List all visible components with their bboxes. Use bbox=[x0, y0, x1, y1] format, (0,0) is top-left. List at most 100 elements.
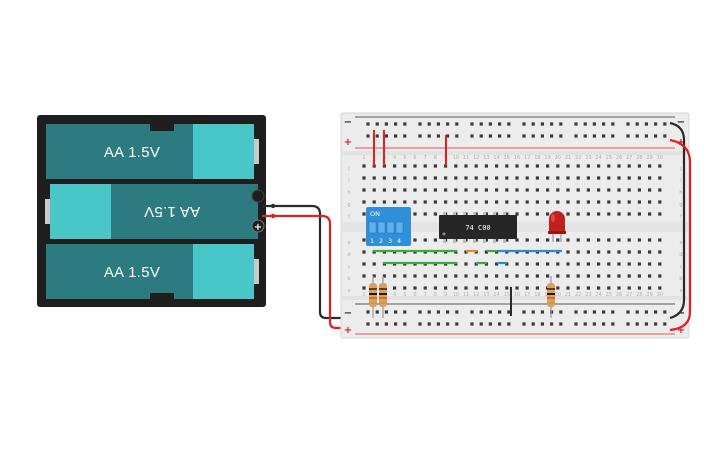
breadboard-hole[interactable] bbox=[393, 274, 397, 278]
breadboard-hole[interactable] bbox=[525, 262, 529, 266]
breadboard-hole[interactable] bbox=[413, 238, 417, 242]
breadboard-hole[interactable] bbox=[525, 176, 529, 180]
breadboard-hole[interactable] bbox=[627, 188, 631, 192]
breadboard-hole[interactable] bbox=[597, 212, 601, 216]
breadboard-hole[interactable] bbox=[505, 238, 509, 242]
breadboard-hole[interactable] bbox=[535, 176, 539, 180]
breadboard-hole[interactable] bbox=[648, 164, 652, 168]
breadboard-hole[interactable] bbox=[446, 134, 450, 138]
dip-toggle-3[interactable] bbox=[386, 221, 395, 234]
breadboard-hole[interactable] bbox=[617, 250, 621, 254]
battery-pack[interactable]: AA 1.5V AA 1.5V AA 1.5V + bbox=[37, 115, 266, 307]
breadboard-hole[interactable] bbox=[464, 176, 468, 180]
breadboard-hole[interactable] bbox=[597, 262, 601, 266]
ic-chip[interactable]: 74 C00 bbox=[439, 212, 517, 243]
breadboard-hole[interactable] bbox=[602, 322, 606, 326]
breadboard-hole[interactable] bbox=[535, 188, 539, 192]
breadboard-hole[interactable] bbox=[495, 212, 499, 216]
breadboard-hole[interactable] bbox=[663, 310, 667, 314]
breadboard-hole[interactable] bbox=[583, 134, 587, 138]
breadboard-hole[interactable] bbox=[597, 188, 601, 192]
breadboard-hole[interactable] bbox=[436, 322, 440, 326]
breadboard-hole[interactable] bbox=[375, 322, 379, 326]
breadboard-hole[interactable] bbox=[597, 274, 601, 278]
breadboard-hole[interactable] bbox=[607, 176, 611, 180]
breadboard-hole[interactable] bbox=[413, 164, 417, 168]
breadboard-hole[interactable] bbox=[495, 188, 499, 192]
breadboard-hole[interactable] bbox=[546, 200, 550, 204]
breadboard-hole[interactable] bbox=[540, 122, 544, 126]
breadboard-hole[interactable] bbox=[586, 262, 590, 266]
breadboard-hole[interactable] bbox=[658, 238, 662, 242]
breadboard-hole[interactable] bbox=[658, 212, 662, 216]
breadboard-hole[interactable] bbox=[495, 238, 499, 242]
breadboard-hole[interactable] bbox=[627, 250, 631, 254]
breadboard-hole[interactable] bbox=[559, 322, 563, 326]
breadboard-hole[interactable] bbox=[505, 212, 509, 216]
breadboard-hole[interactable] bbox=[654, 134, 658, 138]
breadboard-hole[interactable] bbox=[479, 322, 483, 326]
breadboard-hole[interactable] bbox=[559, 310, 563, 314]
breadboard-hole[interactable] bbox=[384, 310, 388, 314]
breadboard-hole[interactable] bbox=[403, 322, 407, 326]
breadboard-hole[interactable] bbox=[556, 188, 560, 192]
breadboard-hole[interactable] bbox=[648, 238, 652, 242]
breadboard-hole[interactable] bbox=[433, 200, 437, 204]
breadboard-hole[interactable] bbox=[394, 310, 398, 314]
breadboard-hole[interactable] bbox=[515, 286, 519, 290]
breadboard-hole[interactable] bbox=[474, 286, 478, 290]
breadboard-hole[interactable] bbox=[427, 134, 431, 138]
breadboard-hole[interactable] bbox=[474, 176, 478, 180]
breadboard-hole[interactable] bbox=[454, 176, 458, 180]
breadboard-hole[interactable] bbox=[525, 274, 529, 278]
breadboard-hole[interactable] bbox=[394, 322, 398, 326]
breadboard-hole[interactable] bbox=[574, 310, 578, 314]
breadboard-hole[interactable] bbox=[586, 286, 590, 290]
breadboard-hole[interactable] bbox=[525, 286, 529, 290]
breadboard-hole[interactable] bbox=[433, 176, 437, 180]
breadboard-hole[interactable] bbox=[583, 322, 587, 326]
breadboard-hole[interactable] bbox=[488, 310, 492, 314]
breadboard-hole[interactable] bbox=[382, 188, 386, 192]
breadboard-hole[interactable] bbox=[648, 212, 652, 216]
breadboard-hole[interactable] bbox=[444, 286, 448, 290]
breadboard-hole[interactable] bbox=[403, 176, 407, 180]
breadboard-hole[interactable] bbox=[507, 122, 511, 126]
breadboard-hole[interactable] bbox=[362, 238, 366, 242]
breadboard-hole[interactable] bbox=[436, 122, 440, 126]
breadboard-hole[interactable] bbox=[607, 262, 611, 266]
breadboard-hole[interactable] bbox=[393, 188, 397, 192]
breadboard-hole[interactable] bbox=[362, 176, 366, 180]
breadboard-hole[interactable] bbox=[607, 164, 611, 168]
breadboard-hole[interactable] bbox=[362, 274, 366, 278]
breadboard-hole[interactable] bbox=[470, 310, 474, 314]
breadboard-hole[interactable] bbox=[505, 176, 509, 180]
breadboard-hole[interactable] bbox=[566, 176, 570, 180]
breadboard-hole[interactable] bbox=[433, 274, 437, 278]
breadboard-hole[interactable] bbox=[592, 122, 596, 126]
breadboard-hole[interactable] bbox=[592, 134, 596, 138]
breadboard-hole[interactable] bbox=[602, 310, 606, 314]
breadboard-hole[interactable] bbox=[566, 212, 570, 216]
breadboard-hole[interactable] bbox=[617, 212, 621, 216]
breadboard-hole[interactable] bbox=[566, 188, 570, 192]
breadboard-hole[interactable] bbox=[470, 122, 474, 126]
breadboard-hole[interactable] bbox=[433, 286, 437, 290]
breadboard-hole[interactable] bbox=[464, 188, 468, 192]
breadboard-hole[interactable] bbox=[663, 122, 667, 126]
breadboard-hole[interactable] bbox=[423, 212, 427, 216]
breadboard-hole[interactable] bbox=[648, 188, 652, 192]
breadboard-hole[interactable] bbox=[648, 200, 652, 204]
breadboard-hole[interactable] bbox=[644, 122, 648, 126]
breadboard-hole[interactable] bbox=[658, 262, 662, 266]
breadboard-hole[interactable] bbox=[433, 212, 437, 216]
breadboard-hole[interactable] bbox=[597, 286, 601, 290]
breadboard-hole[interactable] bbox=[495, 164, 499, 168]
breadboard-hole[interactable] bbox=[436, 310, 440, 314]
breadboard-hole[interactable] bbox=[559, 122, 563, 126]
breadboard-hole[interactable] bbox=[637, 164, 641, 168]
breadboard-hole[interactable] bbox=[454, 274, 458, 278]
breadboard-hole[interactable] bbox=[433, 164, 437, 168]
breadboard-hole[interactable] bbox=[515, 164, 519, 168]
breadboard-hole[interactable] bbox=[498, 122, 502, 126]
